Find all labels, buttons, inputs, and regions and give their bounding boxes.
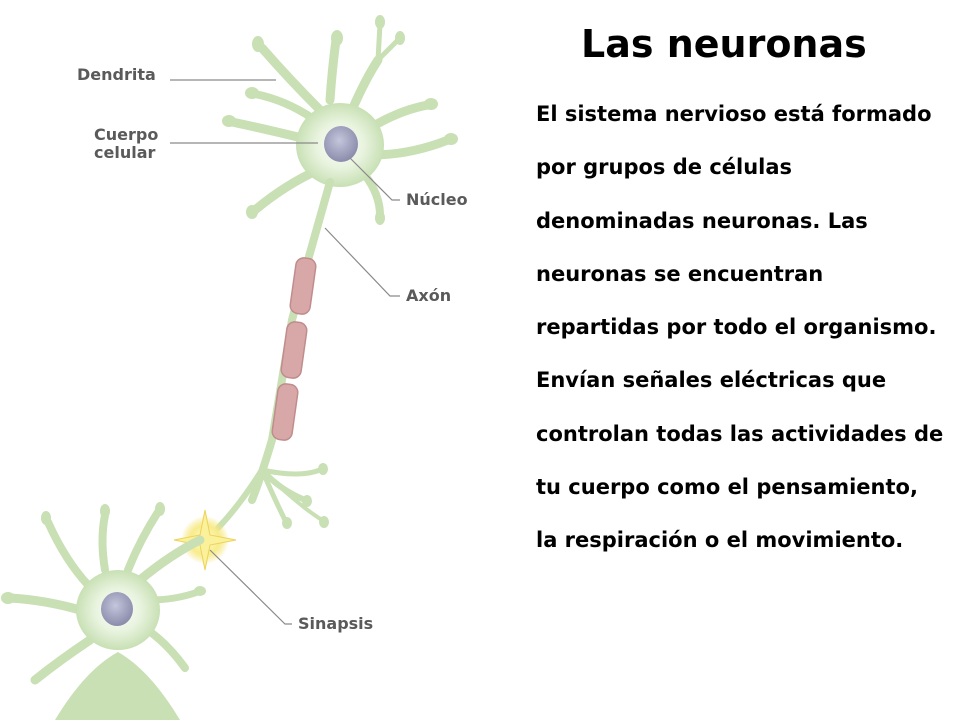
body-paragraph: El sistema nervioso está formado por gru… — [536, 102, 944, 553]
nucleus-label: Núcleo — [406, 190, 468, 209]
upper-nucleus — [324, 126, 358, 162]
dendrite-label: Dendrita — [77, 65, 156, 84]
leader-lines — [170, 79, 400, 625]
myelin-sheaths — [271, 257, 317, 441]
synapse-label: Sinapsis — [298, 614, 374, 633]
cell-body-label-line1: Cuerpo — [94, 125, 159, 144]
upper-dendrite-tips — [222, 15, 458, 225]
lower-neuron — [1, 502, 206, 720]
axon — [215, 178, 334, 531]
lower-dendrites — [5, 508, 205, 685]
axon-label: Axón — [406, 286, 452, 305]
page-title: Las neuronas — [581, 22, 867, 66]
cell-body-label-line2: celular — [94, 143, 156, 162]
upper-neuron — [222, 15, 458, 225]
synapse-glow — [173, 509, 237, 571]
neuron-diagram — [1, 15, 458, 720]
lower-nucleus — [101, 592, 133, 626]
